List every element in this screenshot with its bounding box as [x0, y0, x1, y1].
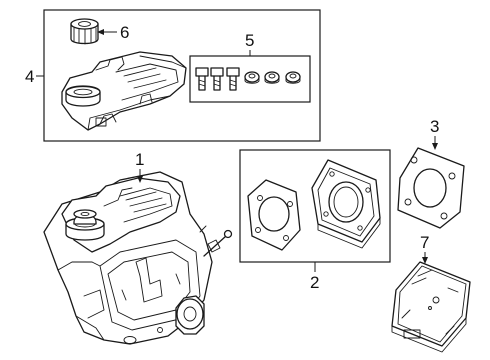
- reservoir-kit-group: [43, 9, 321, 142]
- reservoir-part: [61, 51, 187, 131]
- callout-3-label: 3: [430, 117, 439, 136]
- gasket-kit-group: [239, 149, 391, 263]
- callout-2: 2: [310, 262, 319, 292]
- callout-5-label: 5: [245, 31, 254, 50]
- screws-grommets-part: [189, 55, 311, 103]
- callout-7: 7: [420, 233, 429, 264]
- callout-7-label: 7: [420, 233, 429, 252]
- brake-booster-part: [43, 171, 233, 345]
- seal-plate-part: [397, 147, 465, 229]
- callout-1-label: 1: [135, 150, 144, 169]
- callout-4-label: 4: [25, 67, 34, 86]
- callout-3: 3: [430, 117, 439, 150]
- control-module-part: [391, 261, 471, 353]
- callout-6-label: 6: [120, 23, 129, 42]
- flange-gasket-part: [311, 159, 381, 249]
- callout-1: 1: [135, 150, 144, 183]
- flat-gasket-part: [247, 179, 301, 251]
- callout-6: 6: [97, 23, 129, 42]
- callout-5: 5: [245, 31, 254, 56]
- callout-4: 4: [25, 67, 44, 86]
- callout-2-label: 2: [310, 273, 319, 292]
- reservoir-cap-part: [70, 18, 99, 45]
